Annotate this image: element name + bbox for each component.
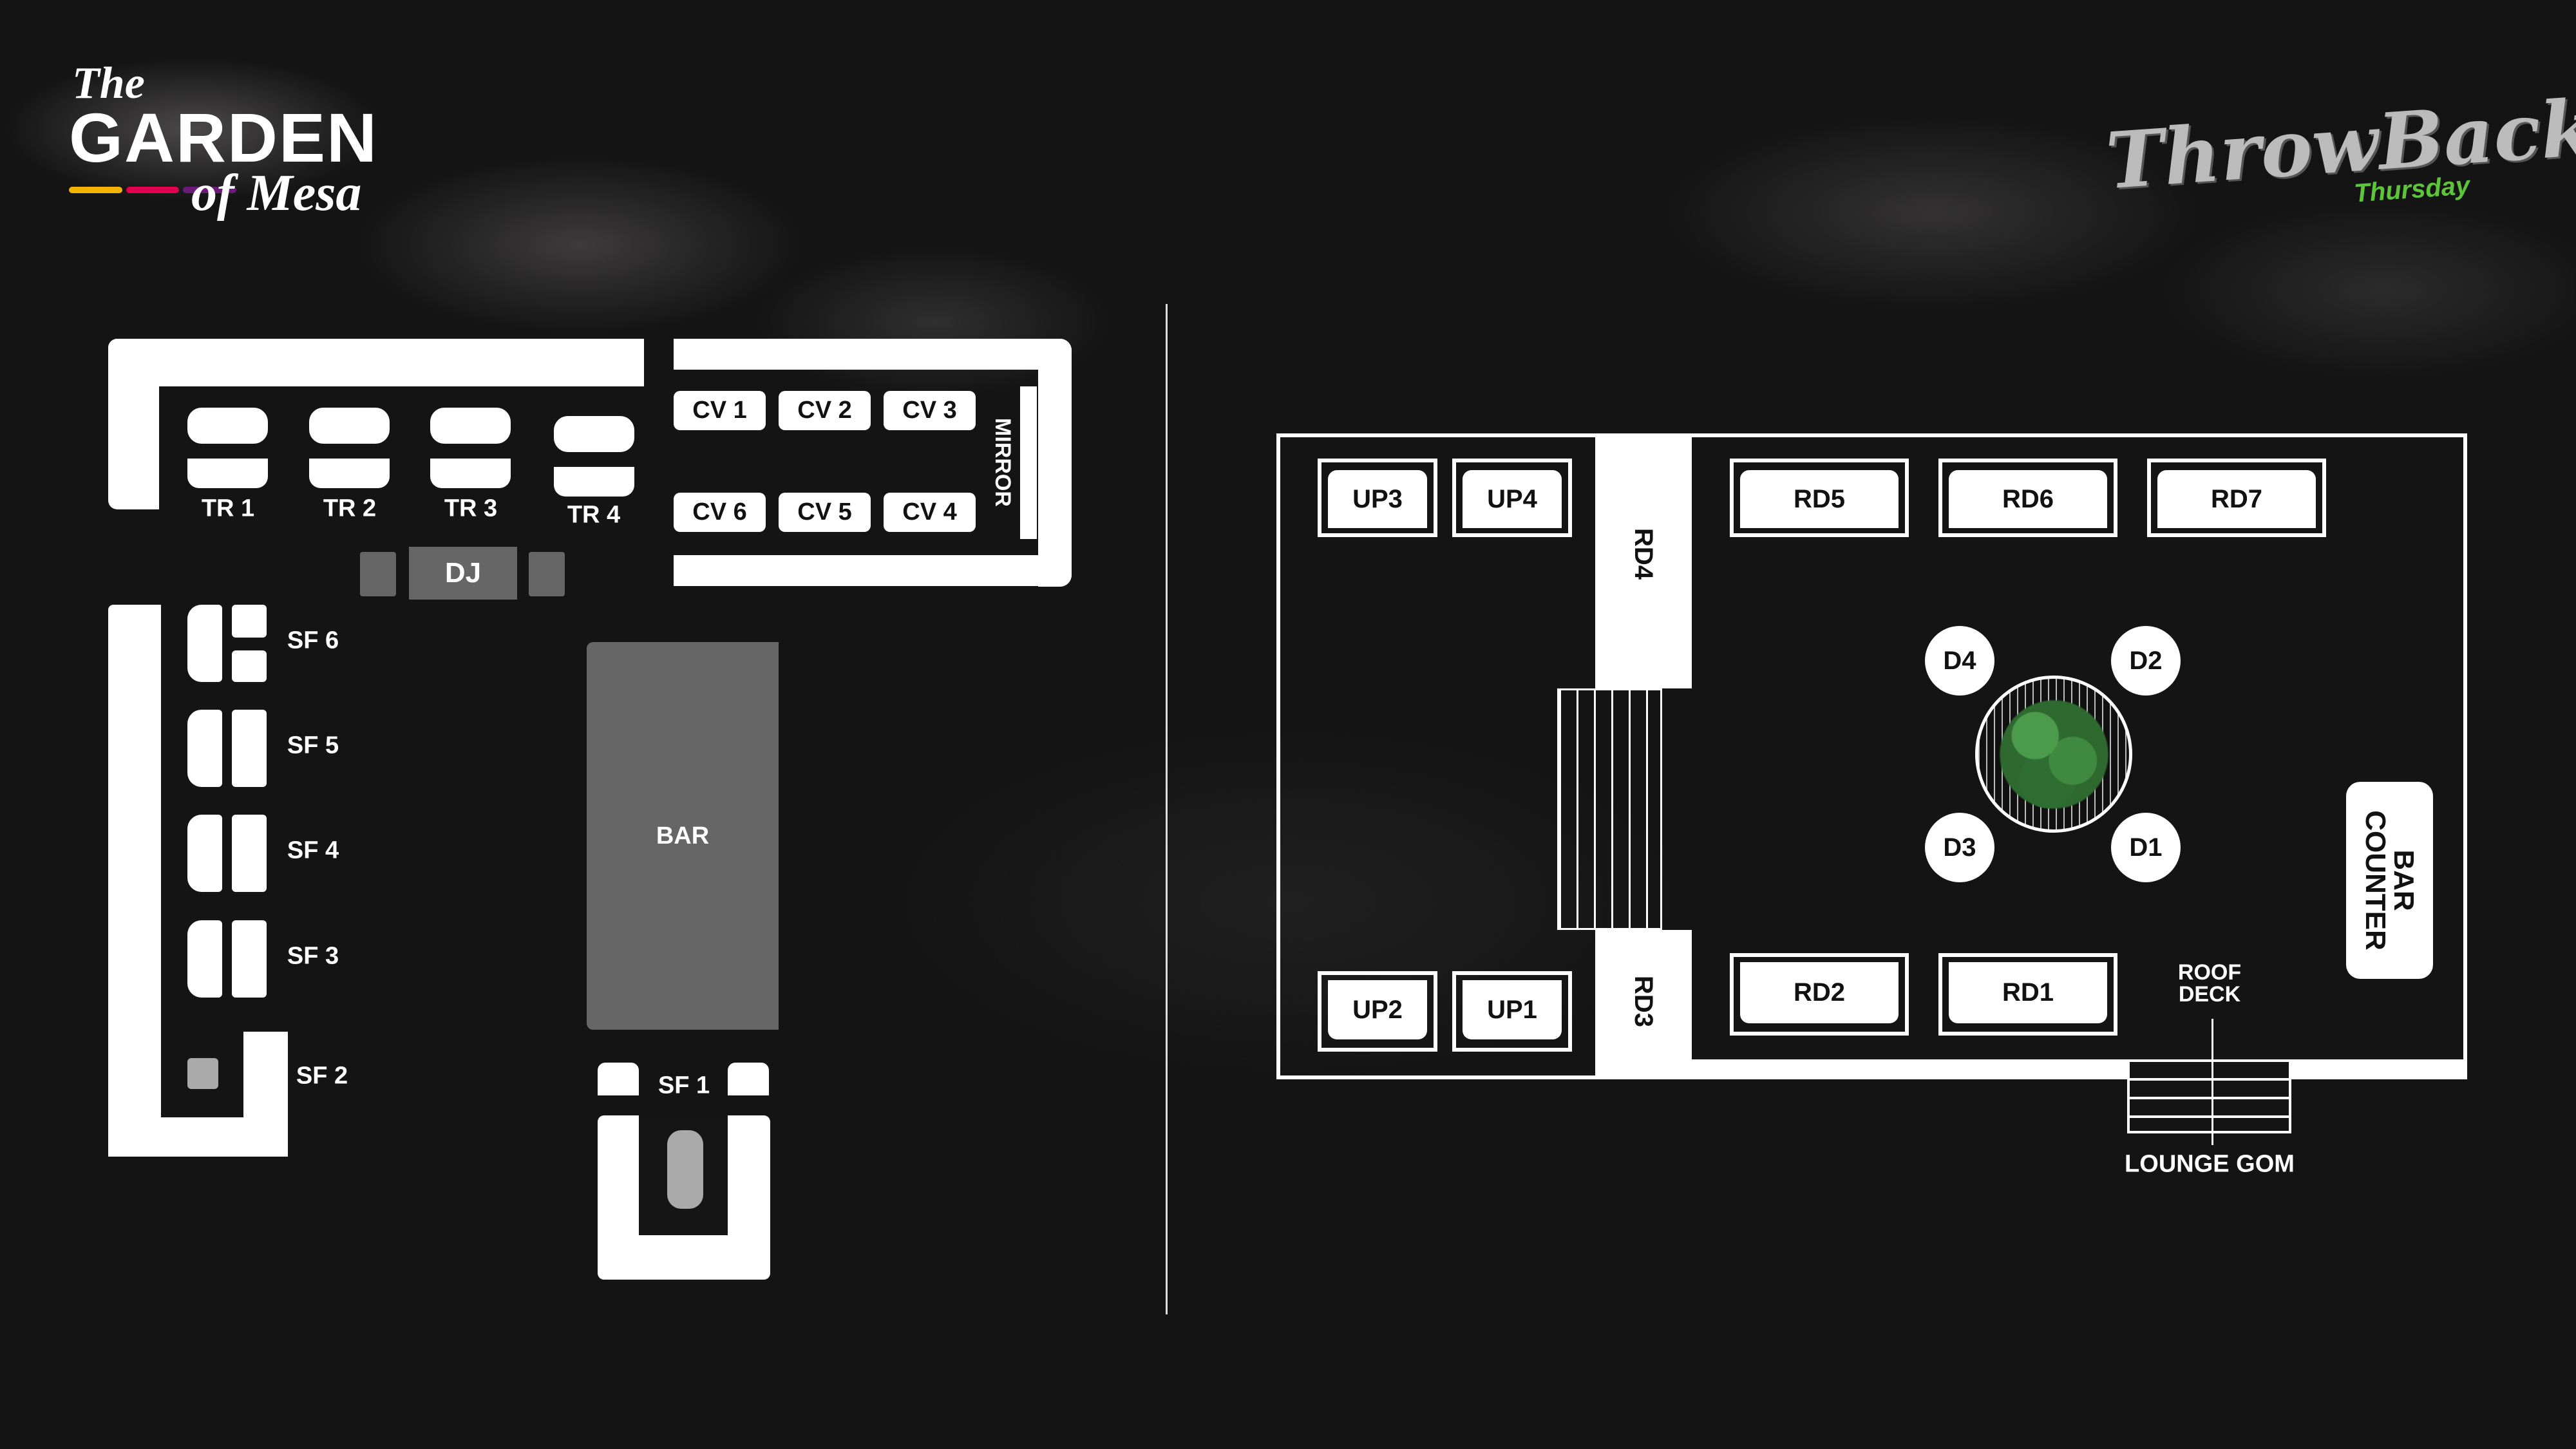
sf1-table[interactable] [667, 1130, 703, 1209]
up4-label: UP4 [1463, 470, 1562, 528]
wall-top [108, 339, 644, 386]
tree-icon [1991, 692, 2117, 817]
cv-wall-bottom [674, 555, 1072, 586]
bar: BAR [587, 642, 779, 1030]
tr4-chair-bottom[interactable] [554, 467, 634, 497]
cv3-table[interactable]: CV 3 [884, 391, 976, 430]
d2-table[interactable]: D2 [2111, 626, 2181, 696]
tr2-label: TR 2 [323, 495, 377, 522]
wall-left [108, 605, 161, 1157]
rd1-seat[interactable]: RD1 [1938, 953, 2117, 1036]
d4-table[interactable]: D4 [1925, 626, 1994, 696]
dj-booth[interactable]: DJ [409, 547, 517, 600]
sf1-side-right[interactable] [728, 1063, 769, 1095]
wall-sf2-corner [243, 1032, 288, 1157]
cv6-table[interactable]: CV 6 [674, 493, 766, 532]
sf5-table[interactable] [232, 710, 267, 787]
bar-counter-label: BAR COUNTER [2360, 810, 2420, 951]
sf2-table[interactable] [187, 1058, 218, 1089]
tr2-chair-bottom[interactable] [309, 459, 390, 488]
stairs-down [2127, 1059, 2291, 1133]
rd2-label: RD2 [1740, 962, 1899, 1024]
tr3-chair-top[interactable] [430, 408, 511, 444]
up1-label: UP1 [1463, 980, 1562, 1040]
cv-wall-right [1038, 339, 1072, 587]
logo-color-bars [69, 187, 237, 193]
cv2-table[interactable]: CV 2 [779, 391, 871, 430]
tr3-label: TR 3 [444, 495, 498, 522]
rd7-seat[interactable]: RD7 [2147, 459, 2326, 537]
tree-planter [1975, 676, 2132, 833]
bar-counter [2346, 782, 2433, 979]
logo-of-mesa: of Mesa [191, 165, 362, 222]
up3-label: UP3 [1328, 470, 1427, 528]
up3-seat[interactable]: UP3 [1318, 459, 1437, 537]
mirror-label: MIRROR [990, 418, 1015, 507]
cv1-table[interactable]: CV 1 [674, 391, 766, 430]
rd5-label: RD5 [1740, 470, 1899, 528]
tr1-chair-top[interactable] [187, 408, 268, 444]
rd4-bench[interactable] [1595, 433, 1692, 688]
garden-of-mesa-logo: The GARDEN of Mesa [69, 58, 378, 225]
dj-speaker-right [529, 552, 565, 596]
rd2-seat[interactable]: RD2 [1730, 953, 1909, 1036]
tr1-chair-bottom[interactable] [187, 459, 268, 488]
rd3-bench[interactable] [1595, 930, 1692, 1079]
sf4-seat[interactable] [187, 815, 222, 892]
direction-arrow-line [2211, 1059, 2213, 1145]
sf6-table-b[interactable] [232, 650, 267, 682]
up2-seat[interactable]: UP2 [1318, 971, 1437, 1052]
rd6-seat[interactable]: RD6 [1938, 459, 2117, 537]
sf2-label: SF 2 [296, 1062, 348, 1090]
rd6-label: RD6 [1949, 470, 2107, 528]
sf6-seat[interactable] [187, 605, 222, 682]
wall-bottom-strip [1692, 1059, 2467, 1079]
sf1-label: SF 1 [658, 1072, 710, 1099]
rd7-label: RD7 [2157, 470, 2316, 528]
tr3-chair-bottom[interactable] [430, 459, 511, 488]
sf6-label: SF 6 [287, 627, 339, 654]
up1-seat[interactable]: UP1 [1452, 971, 1572, 1052]
sf3-label: SF 3 [287, 942, 339, 970]
d3-table[interactable]: D3 [1925, 813, 1994, 882]
sf6-table-a[interactable] [232, 605, 267, 638]
rd1-label: RD1 [1949, 962, 2107, 1024]
sf3-seat[interactable] [187, 920, 222, 998]
up2-label: UP2 [1328, 980, 1427, 1040]
d1-table[interactable]: D1 [2111, 813, 2181, 882]
sf1-side-left[interactable] [598, 1063, 639, 1095]
sf3-table[interactable] [232, 920, 267, 998]
divider-line [1166, 304, 1168, 1314]
tr2-chair-top[interactable] [309, 408, 390, 444]
up4-seat[interactable]: UP4 [1452, 459, 1572, 537]
cv5-table[interactable]: CV 5 [779, 493, 871, 532]
logo-garden: GARDEN [69, 99, 379, 176]
tr1-label: TR 1 [201, 495, 255, 522]
sf5-seat[interactable] [187, 710, 222, 787]
tr4-chair-top[interactable] [554, 416, 634, 452]
tr4-label: TR 4 [567, 501, 621, 529]
rd5-seat[interactable]: RD5 [1730, 459, 1909, 537]
cv4-table[interactable]: CV 4 [884, 493, 976, 532]
sf4-label: SF 4 [287, 837, 339, 864]
throwback-thursday-logo: ThrowBack Thursday [2090, 82, 2576, 246]
rd4-label: RD4 [1629, 527, 1658, 580]
wall-top-left [108, 339, 159, 509]
rd3-label: RD3 [1629, 975, 1658, 1028]
logo-throwback: ThrowBack [2103, 82, 2576, 207]
sf5-label: SF 5 [287, 732, 339, 759]
sf4-table[interactable] [232, 815, 267, 892]
mirror [1020, 386, 1037, 539]
roof-deck-label: ROOF DECK [2177, 960, 2242, 1007]
logo-the: The [72, 59, 145, 108]
cv-wall-top [674, 339, 1072, 370]
lounge-gom-label: LOUNGE GOM [2125, 1150, 2295, 1178]
dj-speaker-left [360, 552, 396, 596]
stairs [1557, 688, 1662, 930]
